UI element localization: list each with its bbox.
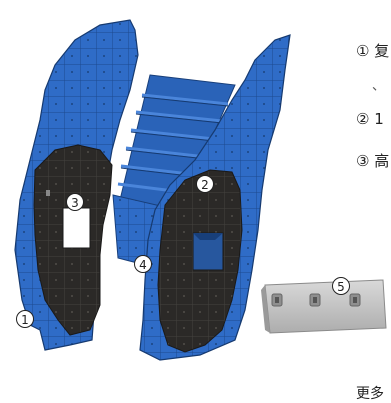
svg-text:3: 3 (71, 196, 79, 210)
callout-3: 3 (67, 194, 84, 211)
legend-item-2: ② 1 (356, 110, 384, 128)
liner-plate (261, 280, 386, 333)
legend-item-1: ① 复 (356, 40, 389, 61)
callout-4: 4 (135, 256, 152, 273)
legend-item-1-continuation: 、 (372, 75, 385, 94)
more-link[interactable]: 更多 (356, 383, 384, 403)
callout-2: 2 (197, 176, 214, 193)
callout-1: 1 (17, 311, 34, 328)
callout-5: 5 (333, 278, 350, 295)
svg-text:1: 1 (21, 313, 29, 327)
svg-text:2: 2 (201, 178, 209, 192)
legend-item-3: ③ 高 (356, 150, 389, 171)
svg-text:4: 4 (139, 258, 147, 272)
svg-text:5: 5 (337, 280, 345, 294)
